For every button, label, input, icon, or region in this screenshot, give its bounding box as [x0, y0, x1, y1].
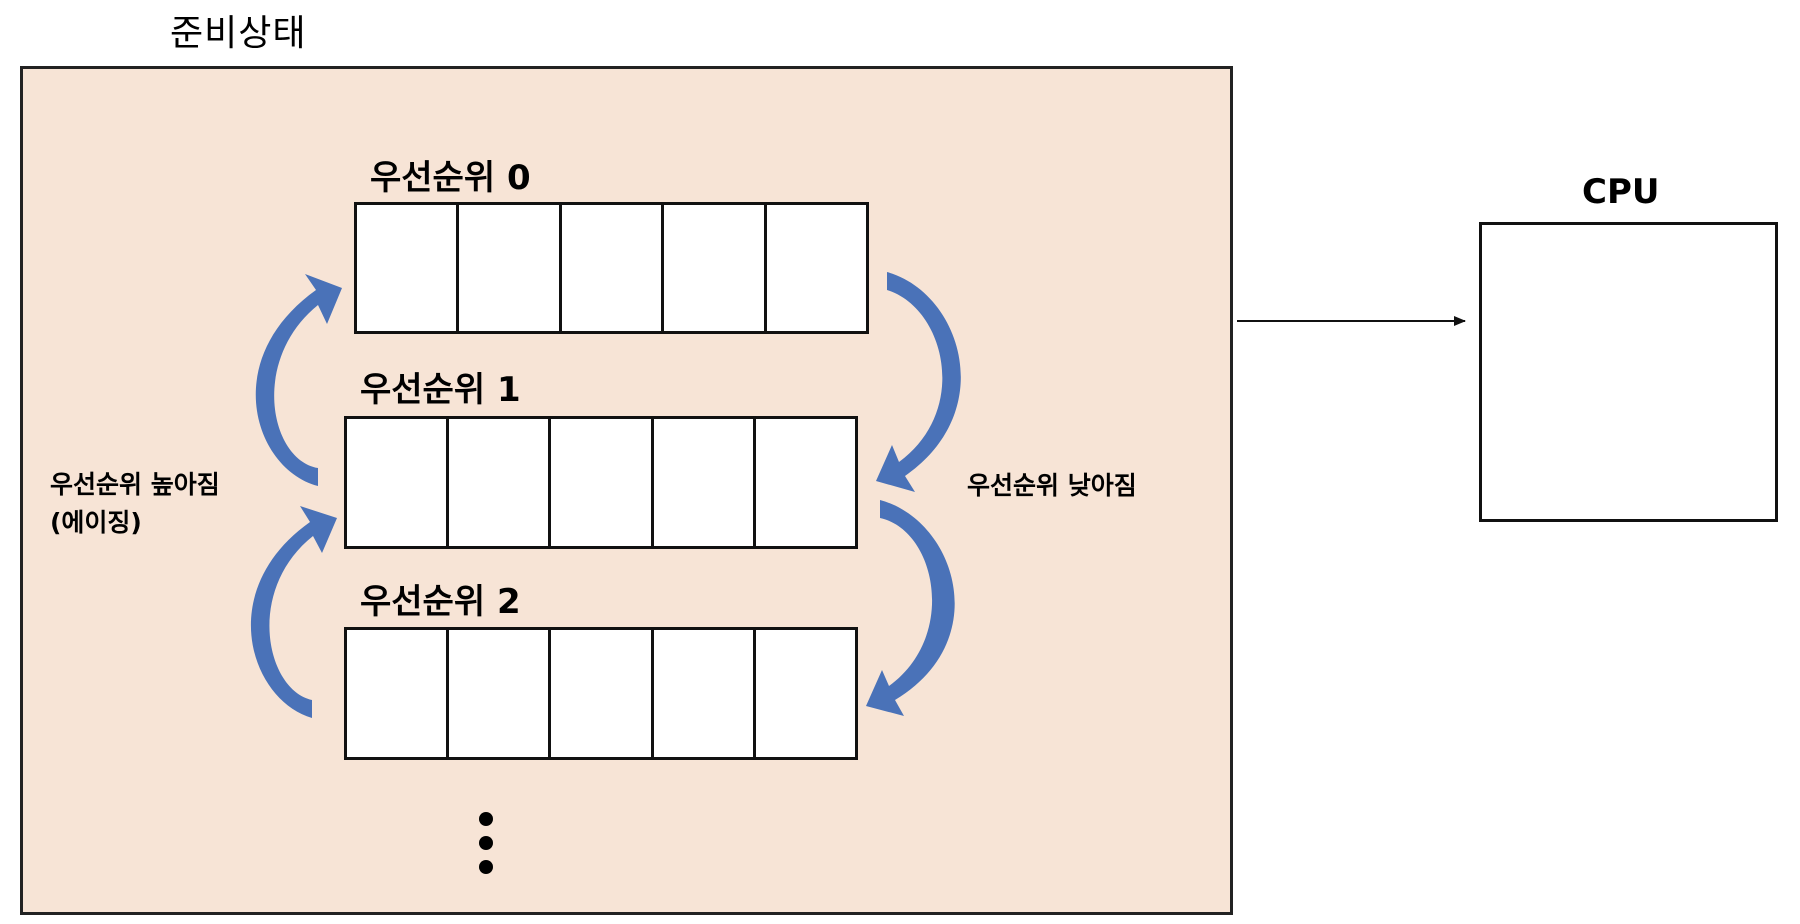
ready-state-title: 준비상태 — [170, 13, 307, 54]
demote-label: 우선순위 낮아짐 — [967, 471, 1137, 500]
ellipsis-icon — [479, 812, 493, 874]
queue-slot — [551, 630, 654, 757]
queue-slot — [755, 630, 856, 757]
aging-arrow-icon — [255, 274, 342, 486]
queue-1 — [344, 416, 858, 549]
queue-2 — [344, 627, 858, 760]
queue-slot — [653, 419, 756, 546]
aging-label-line2: (에이징) — [50, 508, 142, 537]
queue-label-0: 우선순위 0 — [370, 158, 531, 198]
queue-slot — [347, 630, 450, 757]
queue-slot — [449, 630, 552, 757]
queue-slot — [347, 419, 450, 546]
queue-slot — [357, 205, 460, 331]
cpu-title: CPU — [1582, 172, 1660, 212]
queue-slot — [664, 205, 767, 331]
queue-slot — [551, 419, 654, 546]
queue-label-2: 우선순위 2 — [360, 582, 521, 622]
cpu-box — [1479, 222, 1778, 522]
aging-label: 우선순위 높아짐 (에이징) — [50, 466, 220, 542]
queue-slot — [561, 205, 665, 331]
queue-slot — [449, 419, 552, 546]
aging-arrow-icon — [250, 506, 337, 718]
queue-0 — [354, 202, 869, 334]
demote-arrow-icon — [866, 500, 955, 716]
queue-slot — [653, 630, 756, 757]
queue-slot — [766, 205, 867, 331]
aging-label-line1: 우선순위 높아짐 — [50, 470, 220, 499]
queue-label-1: 우선순위 1 — [360, 370, 521, 410]
queue-slot — [755, 419, 856, 546]
queue-slot — [459, 205, 562, 331]
demote-arrow-icon — [876, 272, 961, 492]
